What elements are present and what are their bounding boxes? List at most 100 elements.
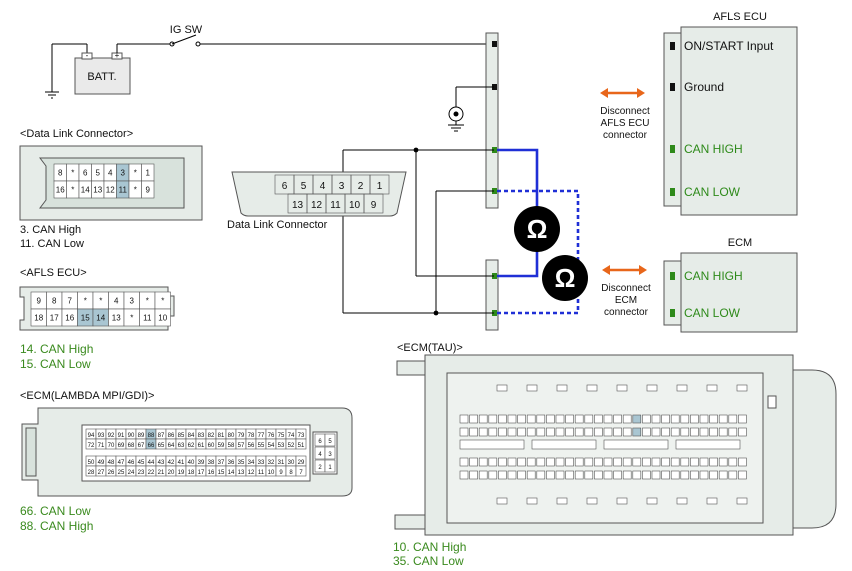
ecm-tau-pin-cell xyxy=(536,414,546,424)
dlc-center-pin-label: 11 xyxy=(330,200,341,211)
dlc-left-cell xyxy=(141,180,155,199)
ecm-lambda-pin-label: 52 xyxy=(288,443,295,449)
ecm-lambda-pin-label: 12 xyxy=(248,470,255,476)
ecm-tau-pin-cell xyxy=(594,470,603,480)
ecm-tau-pin-cell xyxy=(709,427,718,437)
ecm-tau-pin-cell xyxy=(565,427,574,437)
ohmmeter-upper: Ω xyxy=(514,206,560,252)
lower-harness-connector xyxy=(485,259,499,331)
ecm-pin-can-high xyxy=(670,272,675,280)
ecm-lambda-pin-label: 31 xyxy=(278,460,285,466)
ecm-tau-pin-cell xyxy=(478,457,488,467)
dlc-center-pin-label: 6 xyxy=(282,181,288,192)
ecm-tau-pin-cell xyxy=(699,470,709,480)
dlc-left-pin-label: 6 xyxy=(83,169,88,178)
ecm-lambda-pin-label: 64 xyxy=(168,443,175,449)
ecm-tau-pin-cell xyxy=(536,470,546,480)
ecm-lambda-pin-label: 76 xyxy=(268,433,275,439)
ecm-lambda-pin-label: 68 xyxy=(128,443,135,449)
ecm-pin-can-low xyxy=(670,309,675,317)
dlc-left-pin-label: 16 xyxy=(56,186,65,195)
ecm-tau-pin-cell xyxy=(574,457,584,467)
ecm-tau-tab-bottom xyxy=(394,514,426,530)
ecm-lambda-pin-label: 93 xyxy=(98,433,105,439)
disconnect-afls-line2: AFLS ECU xyxy=(601,118,650,129)
ecm-lambda-pin-label: 51 xyxy=(298,443,305,449)
ecm-tau-pin-cell xyxy=(661,470,670,480)
afls-pin-label: 17 xyxy=(50,314,59,323)
ground-point-center xyxy=(453,111,459,117)
ecm-tau-pin-cell xyxy=(546,427,555,437)
afls-pin-ground xyxy=(670,83,675,91)
ecm-tau-pin-cell xyxy=(680,427,690,437)
dlc-left-note-high: 3. CAN High xyxy=(20,224,81,236)
dlc-center-pin-label: 13 xyxy=(292,200,304,211)
ecm-tau-post xyxy=(496,497,508,505)
disconnect-afls-line1: Disconnect xyxy=(600,106,650,117)
ecm-tau-pin-cell xyxy=(517,414,526,424)
lower-pin-can-high xyxy=(492,273,497,279)
ecm-lambda-pin-label: 16 xyxy=(208,470,215,476)
ecm-lambda-tab xyxy=(25,427,37,477)
dlc-left-pin-label: 12 xyxy=(106,186,115,195)
ecm-lambda-pin-label: 65 xyxy=(158,443,165,449)
dlc-center-pin-label: 5 xyxy=(301,181,307,192)
lower-pin-can-low xyxy=(492,310,497,316)
ecm-tau-pin-cell xyxy=(498,414,507,424)
ecm-lambda-cell xyxy=(295,465,307,477)
ecm-lambda-pin-label: 74 xyxy=(288,433,295,439)
ecm-tau-pin-cell xyxy=(488,457,498,467)
ecm-tau-pin-cell xyxy=(498,427,507,437)
ecm-lambda-pin-label: 42 xyxy=(168,460,175,466)
ecm-tau-pin-cell xyxy=(642,427,651,437)
ecm-tau-pin-cell xyxy=(670,457,680,467)
ig-switch-blade xyxy=(171,34,197,45)
afls-pin-can-low xyxy=(670,188,675,196)
ecm-tau-pin-cell xyxy=(507,470,517,480)
ecm-tau-pin-cell xyxy=(488,427,498,437)
ecm-tau-key-bar xyxy=(603,439,669,450)
ecm-lambda-pin-label: 30 xyxy=(288,460,295,466)
dlc-center-pin-label: 10 xyxy=(349,200,361,211)
ecm-lambda-pin-label: 81 xyxy=(218,433,225,439)
ecm-lambda-pin-label: 61 xyxy=(198,443,205,449)
ecm-lambda-pin-label: 88 xyxy=(148,433,155,439)
afls-pin-label-can-low: CAN LOW xyxy=(684,185,741,199)
ohm-symbol: Ω xyxy=(527,214,548,244)
ecm-lambda-pin-label: 73 xyxy=(298,433,305,439)
afls-pin-label: * xyxy=(99,297,102,306)
ecm-lambda-pin-label: 26 xyxy=(108,470,115,476)
ecm-tau-pin-cell xyxy=(613,414,622,424)
ecm-tau-pin-cell xyxy=(584,470,594,480)
ecm-lambda-pin-label: 53 xyxy=(278,443,285,449)
ecm-tau-post xyxy=(496,384,508,392)
ohm-meter-icon xyxy=(514,206,560,252)
ecm-lambda-pin-label: 80 xyxy=(228,433,235,439)
ecm-lambda-side-cell xyxy=(324,446,336,460)
ecm-tau-post xyxy=(706,384,718,392)
afls-pin-label: 16 xyxy=(65,314,74,323)
ecm-tau-pin-cell xyxy=(642,414,651,424)
ecm-tau-pin-cell xyxy=(459,427,469,437)
afls-pin-label: 18 xyxy=(34,314,43,323)
ecm-tau-pin-cell xyxy=(517,470,526,480)
afls-note-high: 14. CAN High xyxy=(20,342,93,356)
ecm-lambda-pin-label: 7 xyxy=(299,470,303,476)
ecm-lambda-pin-label: 32 xyxy=(268,460,275,466)
ecm-tau-pin-cell xyxy=(728,470,738,480)
ecm-lambda-title: <ECM(LAMBDA MPI/GDI)> xyxy=(20,390,154,402)
ecm-tau-key-bar xyxy=(459,439,525,450)
ohm-symbol: Ω xyxy=(555,263,576,293)
disconnect-afls-line3: connector xyxy=(603,130,648,141)
ecm-lambda-pin-label: 78 xyxy=(248,433,255,439)
ecm-tau-pin-cell xyxy=(651,457,661,467)
afls-pin-label: * xyxy=(130,314,133,323)
ecm-tau-key-bar xyxy=(675,439,741,450)
ecm-tau-pin-cell xyxy=(546,470,555,480)
ecm-tau-pin-cell xyxy=(526,427,536,437)
dlc-center-pin-label: 1 xyxy=(377,181,383,192)
ecm-lambda-pin-label: 91 xyxy=(118,433,125,439)
ecm-lambda-pin-label: 85 xyxy=(178,433,185,439)
afls-pin-label: 13 xyxy=(112,314,121,323)
